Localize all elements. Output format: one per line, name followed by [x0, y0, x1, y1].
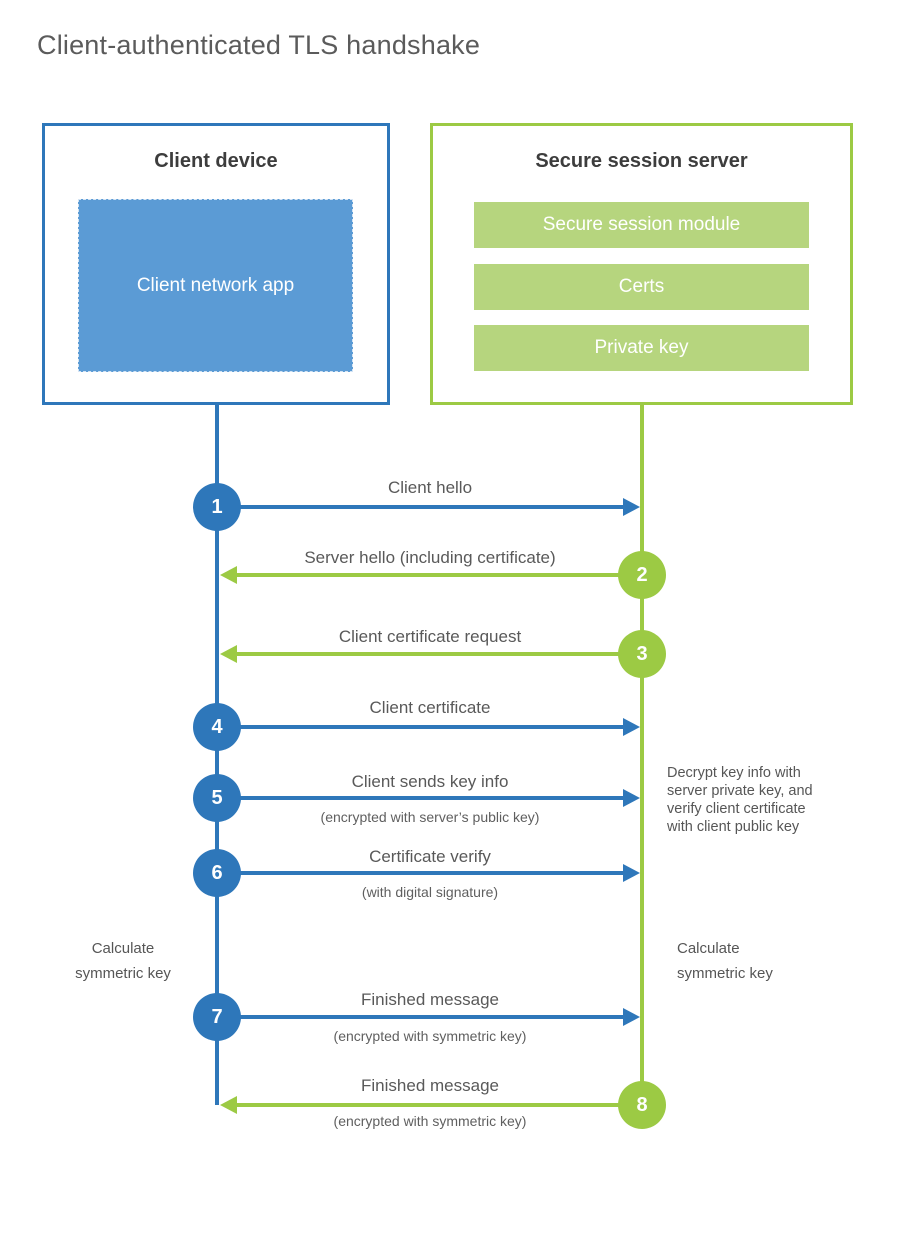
server-box: Secure session server Secure session mod…: [430, 123, 853, 405]
message-7-label: Finished message: [361, 990, 499, 1009]
step-circle-7: 7: [193, 993, 241, 1041]
message-6-label: Certificate verify: [369, 847, 491, 866]
private-key-bar: Private key: [474, 325, 809, 371]
message-2-label: Server hello (including certificate): [304, 548, 556, 567]
note-calculate-symmetric-key-left: Calculate symmetric key: [75, 940, 171, 982]
secure-session-module-bar: Secure session module: [474, 202, 809, 248]
message-5-label: Client sends key info: [351, 772, 509, 791]
client-lifeline: [215, 405, 219, 1105]
step-circle-4: 4: [193, 703, 241, 751]
note-decrypt-key-info: Decrypt key info with server private key…: [667, 765, 813, 835]
message-7-arrow-right-icon: [217, 1008, 640, 1026]
note-calculate-symmetric-key-right: Calculate symmetric key: [677, 940, 773, 982]
message-8-sublabel: (encrypted with symmetric key): [333, 1113, 527, 1129]
message-6-sublabel: (with digital signature): [361, 884, 499, 900]
step-circle-2: 2: [618, 551, 666, 599]
message-3-label: Client certificate request: [338, 627, 522, 646]
message-1-arrow-right-icon: [217, 498, 640, 516]
server-title: Secure session server: [535, 150, 748, 172]
message-1-label: Client hello: [387, 478, 473, 497]
message-6-arrow-right-icon: [217, 864, 640, 882]
step-circle-5: 5: [193, 774, 241, 822]
message-5-arrow-right-icon: [217, 789, 640, 807]
client-network-app-box: Client network app: [78, 199, 353, 372]
page-title: Client-authenticated TLS handshake: [37, 30, 481, 60]
client-device-box: Client device Client network app: [42, 123, 390, 405]
step-circle-1: 1: [193, 483, 241, 531]
message-5-sublabel: (encrypted with server’s public key): [320, 809, 540, 825]
message-4-label: Client certificate: [369, 698, 491, 717]
message-3-arrow-left-icon: [220, 645, 643, 663]
message-8-arrow-left-icon: [220, 1096, 643, 1114]
step-circle-6: 6: [193, 849, 241, 897]
step-circle-8: 8: [618, 1081, 666, 1129]
client-network-app-label: Client network app: [136, 275, 295, 296]
message-7-sublabel: (encrypted with symmetric key): [333, 1028, 527, 1044]
message-4-arrow-right-icon: [217, 718, 640, 736]
client-device-title: Client device: [154, 150, 278, 172]
message-8-label: Finished message: [361, 1076, 499, 1095]
server-lifeline: [640, 405, 644, 1105]
step-circle-3: 3: [618, 630, 666, 678]
certs-bar: Certs: [474, 264, 809, 310]
message-2-arrow-left-icon: [220, 566, 643, 584]
